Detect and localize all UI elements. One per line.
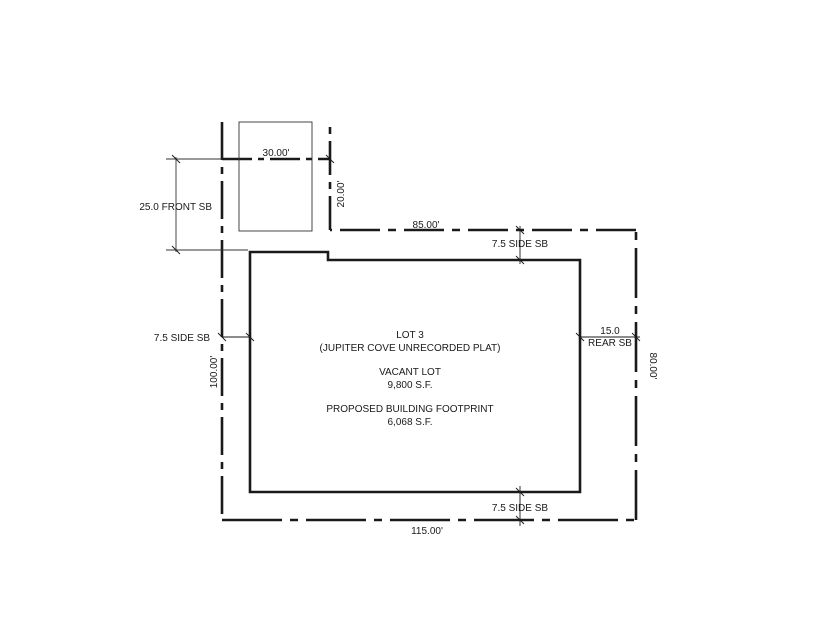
dim-left-lot: 100.00' [209, 356, 220, 389]
lot-plat: (JUPITER COVE UNRECORDED PLAT) [320, 343, 501, 354]
dim-right-lot: 80.00' [647, 353, 658, 380]
setback-side-top: 7.5 SIDE SB [492, 239, 548, 250]
setback-ticks [171, 154, 641, 526]
footprint-label: PROPOSED BUILDING FOOTPRINT [326, 404, 493, 415]
lot-title: LOT 3 [396, 330, 424, 341]
setback-side-left: 7.5 SIDE SB [154, 333, 210, 344]
lot-status: VACANT LOT [379, 367, 441, 378]
setback-rear-value: 15.0 [600, 326, 620, 337]
dim-access-length: 20.00' [336, 180, 347, 207]
reference-lines [166, 121, 313, 252]
dim-bottom-lot: 115.00' [411, 526, 443, 537]
lot-area: 9,800 S.F. [387, 380, 432, 391]
dim-access-width: 30.00' [263, 148, 290, 159]
lot-boundary [220, 122, 638, 522]
footprint-area: 6,068 S.F. [387, 417, 432, 428]
setback-rear-label: REAR SB [588, 338, 632, 349]
building-footprint [248, 250, 582, 494]
setback-side-bottom: 7.5 SIDE SB [492, 503, 548, 514]
setback-front: 25.0 FRONT SB [139, 202, 212, 213]
dim-top-lot: 85.00' [413, 220, 440, 231]
access-inner-rect [238, 121, 313, 232]
